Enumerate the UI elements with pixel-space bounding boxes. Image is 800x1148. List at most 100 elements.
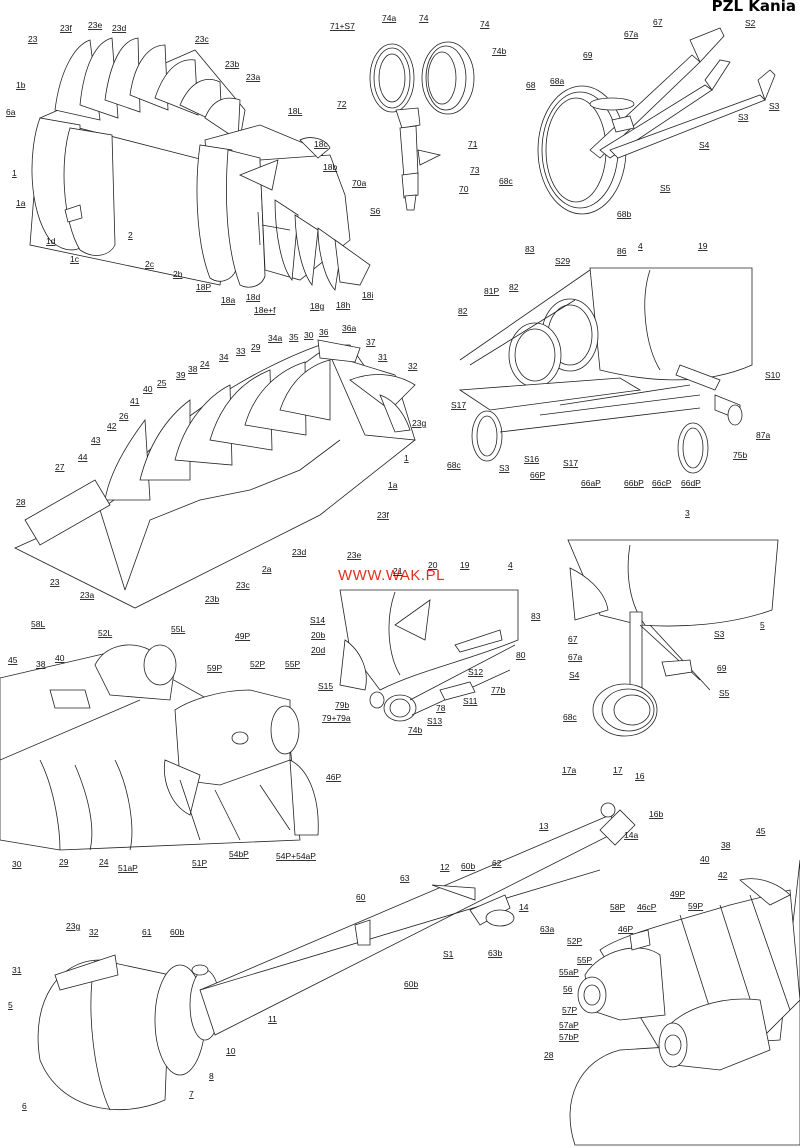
cockpit-nose-assembly <box>339 589 519 722</box>
part-label: 23d <box>112 23 126 33</box>
part-label: 18i <box>362 290 373 300</box>
part-label: 30 <box>304 330 314 340</box>
part-label: S6 <box>370 206 381 216</box>
part-label: 63 <box>400 873 410 883</box>
landing-gear-67-69-assembly <box>537 27 776 215</box>
part-label: 23f <box>60 23 72 33</box>
part-label: 60b <box>170 927 184 937</box>
part-label: 49P <box>235 631 250 641</box>
part-label: 55P <box>577 955 592 965</box>
part-label: 52P <box>567 936 582 946</box>
part-label: 23g <box>66 921 80 931</box>
part-label: 86 <box>617 246 627 256</box>
part-label: 80 <box>516 650 526 660</box>
part-label: 26 <box>119 411 129 421</box>
part-label: 67 <box>653 17 663 27</box>
part-label: 10 <box>226 1046 236 1056</box>
part-label: S10 <box>765 370 780 380</box>
part-label: 19 <box>698 241 708 251</box>
part-label: 23c <box>236 580 250 590</box>
part-label: 13 <box>539 821 549 831</box>
part-label: 35 <box>289 332 299 342</box>
part-label: 18P <box>196 282 211 292</box>
part-label: 42 <box>718 870 728 880</box>
part-label: 72 <box>337 99 347 109</box>
part-label: 38 <box>721 840 731 850</box>
part-label: 34 <box>219 352 229 362</box>
part-label: 82 <box>509 282 519 292</box>
part-label: 42 <box>107 421 117 431</box>
part-label: 2 <box>128 230 133 240</box>
part-label: 79b <box>335 700 349 710</box>
part-label: 4 <box>508 560 513 570</box>
part-label: S16 <box>524 454 539 464</box>
part-label: 83 <box>525 244 535 254</box>
part-label: 45 <box>756 826 766 836</box>
part-label: 37 <box>366 337 376 347</box>
part-label: 23a <box>80 590 94 600</box>
engine-nacelle-assembly <box>0 644 319 851</box>
part-label: 2a <box>262 564 272 574</box>
part-label: 23d <box>292 547 306 557</box>
part-label: 69 <box>717 663 727 673</box>
part-label: 25 <box>157 378 167 388</box>
part-label: 51P <box>192 858 207 868</box>
page-title: PZL Kania <box>712 0 796 15</box>
part-label: 23c <box>195 34 209 44</box>
part-label: 68c <box>563 712 577 722</box>
part-label: 87a <box>756 430 770 440</box>
part-label: 11 <box>268 1014 277 1024</box>
part-label: S4 <box>699 140 710 150</box>
part-label: 60b <box>404 979 418 989</box>
part-label: 12 <box>440 862 450 872</box>
part-label: 52P <box>250 659 265 669</box>
part-label: S5 <box>719 688 730 698</box>
part-label: 63b <box>488 948 502 958</box>
part-label: 23 <box>50 577 60 587</box>
part-label: 63a <box>540 924 554 934</box>
part-label: 23e <box>88 20 102 30</box>
part-label: 66aP <box>581 478 601 488</box>
part-label: 54P+54aP <box>276 851 316 861</box>
part-label: 73 <box>470 165 480 175</box>
part-label: 46cP <box>637 902 657 912</box>
part-label: 71 <box>468 139 478 149</box>
part-label: 83 <box>531 611 541 621</box>
part-label: 24 <box>99 857 109 867</box>
part-label: 62 <box>492 858 502 868</box>
part-label: 20b <box>311 630 325 640</box>
part-label: 79+79a <box>322 713 351 723</box>
part-label: 1a <box>388 480 398 490</box>
part-label: 57bP <box>559 1032 579 1042</box>
part-label: 20d <box>311 645 325 655</box>
part-label: 18d <box>246 292 260 302</box>
part-label: 82 <box>458 306 468 316</box>
part-label: 32 <box>89 927 99 937</box>
watermark: WWW.WAK.PL <box>338 567 445 584</box>
part-label: 8 <box>209 1071 214 1081</box>
part-label: 55aP <box>559 967 579 977</box>
part-label: 40 <box>143 384 153 394</box>
part-label: S17 <box>563 458 578 468</box>
part-label: 23e <box>347 550 361 560</box>
part-label: 59P <box>207 663 222 673</box>
part-label: S14 <box>310 615 325 625</box>
part-label: 55L <box>171 624 185 634</box>
part-label: 2c <box>145 259 155 269</box>
part-label: 4 <box>638 241 643 251</box>
part-label: 23a <box>246 72 260 82</box>
part-label: 31 <box>378 352 388 362</box>
part-label: 1c <box>70 254 80 264</box>
part-label: 57aP <box>559 1020 579 1030</box>
part-label: S3 <box>714 629 725 639</box>
part-label: 36 <box>319 327 329 337</box>
fuselage-middle-assembly <box>14 339 416 609</box>
part-label: 69 <box>583 50 593 60</box>
part-label: 74b <box>492 46 506 56</box>
part-label: 81P <box>484 286 499 296</box>
part-label: 52L <box>98 628 112 638</box>
part-label: 18a <box>221 295 235 305</box>
part-label: S11 <box>463 696 478 706</box>
part-label: 23b <box>225 59 239 69</box>
part-label: 40 <box>700 854 710 864</box>
